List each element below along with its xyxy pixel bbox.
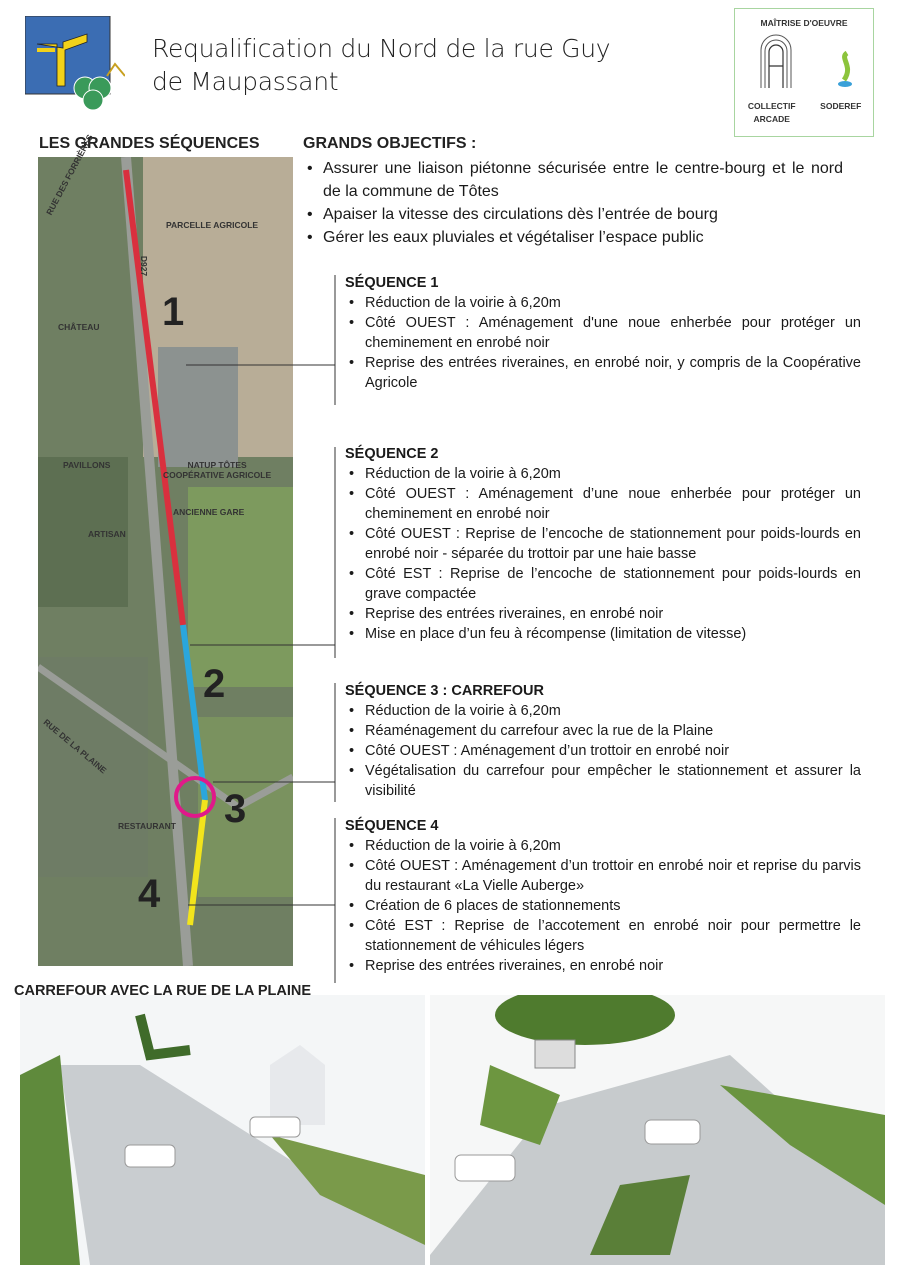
- label-natup-1: NATUP TÔTES: [187, 460, 247, 470]
- sequence-number-2: 2: [203, 662, 226, 706]
- title-line-2: de Maupassant: [152, 67, 339, 96]
- sequence-title: SÉQUENCE 3 : CARREFOUR: [345, 683, 544, 699]
- objectives-heading: GRANDS OBJECTIFS :: [303, 135, 477, 152]
- carrefour-circle: [174, 776, 216, 818]
- sequence-number-3: 3: [224, 787, 247, 831]
- objective-item: Gérer les eaux pluviales et végétaliser …: [303, 226, 843, 249]
- maitrise-oeuvre-box: MAÎTRISE D'OEUVRE COLLECTIF ARCADE SODER…: [734, 8, 874, 137]
- sequence-title: SÉQUENCE 1: [345, 275, 439, 291]
- moe-heading: MAÎTRISE D'OEUVRE: [760, 18, 848, 28]
- sequence-routes: [123, 169, 208, 926]
- sequence-item: Réduction de la voirie à 6,20m: [345, 701, 861, 721]
- commune-logo: [24, 15, 126, 111]
- sequence-item: Côté OUEST : Aménagement d’un trottoir e…: [345, 741, 861, 761]
- sequence-3: SÉQUENCE 3 : CARREFOUR Réduction de la v…: [345, 683, 861, 801]
- aerial-map: RUE DES FORRIÈRES D927 PARCELLE AGRICOLE…: [38, 133, 293, 966]
- sequence-item: Réaménagement du carrefour avec la rue d…: [345, 721, 861, 741]
- label-artisan: ARTISAN: [88, 529, 126, 539]
- sequence-4: SÉQUENCE 4 Réduction de la voirie à 6,20…: [345, 818, 861, 976]
- sequence-item: Mise en place d’un feu à récompense (lim…: [345, 624, 861, 644]
- page-title: Requalification du Nord de la rue Guy de…: [152, 32, 611, 98]
- rendering-carrefour-2: [430, 985, 885, 1265]
- partner-soderef: SODEREF: [820, 101, 862, 111]
- sequence-number-1: 1: [162, 290, 185, 334]
- rendering-carrefour-1: [20, 995, 425, 1265]
- sequence-2: SÉQUENCE 2 Réduction de la voirie à 6,20…: [345, 446, 861, 644]
- route-sequence-2: [180, 624, 208, 801]
- partner-logos: [760, 34, 852, 88]
- sequence-item: Réduction de la voirie à 6,20m: [345, 836, 861, 856]
- sequence-item: Reprise des entrées riveraines, en enrob…: [345, 353, 861, 393]
- label-parcelle: PARCELLE AGRICOLE: [166, 220, 259, 230]
- sequence-item: Création de 6 places de stationnements: [345, 896, 861, 916]
- label-ancienne-gare: ANCIENNE GARE: [173, 507, 245, 517]
- sequence-item: Reprise des entrées riveraines, en enrob…: [345, 604, 861, 624]
- sequence-item: Réduction de la voirie à 6,20m: [345, 293, 861, 313]
- sequence-number-4: 4: [138, 872, 161, 916]
- sequence-item: Reprise des entrées riveraines, en enrob…: [345, 956, 861, 976]
- sequence-item: Côté OUEST : Aménagement d’un trottoir e…: [345, 856, 861, 896]
- route-sequence-4: [187, 799, 208, 926]
- objective-item: Assurer une liaison piétonne sécurisée e…: [303, 157, 843, 203]
- sequence-1: SÉQUENCE 1 Réduction de la voirie à 6,20…: [345, 275, 861, 393]
- map-heading: LES GRANDES SÉQUENCES: [39, 135, 260, 152]
- label-natup-2: COOPÉRATIVE AGRICOLE: [163, 470, 272, 480]
- partner-collectif-arcade: COLLECTIF ARCADE: [747, 101, 796, 124]
- label-pavillons: PAVILLONS: [63, 460, 111, 470]
- sequence-item: Côté OUEST : Aménagement d’une noue enhe…: [345, 484, 861, 524]
- label-restaurant: RESTAURANT: [118, 821, 176, 831]
- sequence-item: Côté OUEST : Reprise de l’encoche de sta…: [345, 524, 861, 564]
- label-chateau: CHÂTEAU: [58, 322, 100, 332]
- sequence-item: Côté EST : Reprise de l’encoche de stati…: [345, 564, 861, 604]
- sequence-item: Végétalisation du carrefour pour empêche…: [345, 761, 861, 801]
- sequence-item: Réduction de la voirie à 6,20m: [345, 464, 861, 484]
- route-sequence-1: [123, 169, 186, 626]
- sequence-item: Côté EST : Reprise de l’accotement en en…: [345, 916, 861, 956]
- sequence-title: SÉQUENCE 4: [345, 818, 439, 834]
- title-line-1: Requalification du Nord de la rue Guy: [152, 34, 611, 63]
- sequence-title: SÉQUENCE 2: [345, 446, 439, 462]
- sequence-item: Côté OUEST : Aménagement d'une noue enhe…: [345, 313, 861, 353]
- objectives-list: Assurer une liaison piétonne sécurisée e…: [303, 157, 843, 249]
- objective-item: Apaiser la vitesse des circulations dès …: [303, 203, 843, 226]
